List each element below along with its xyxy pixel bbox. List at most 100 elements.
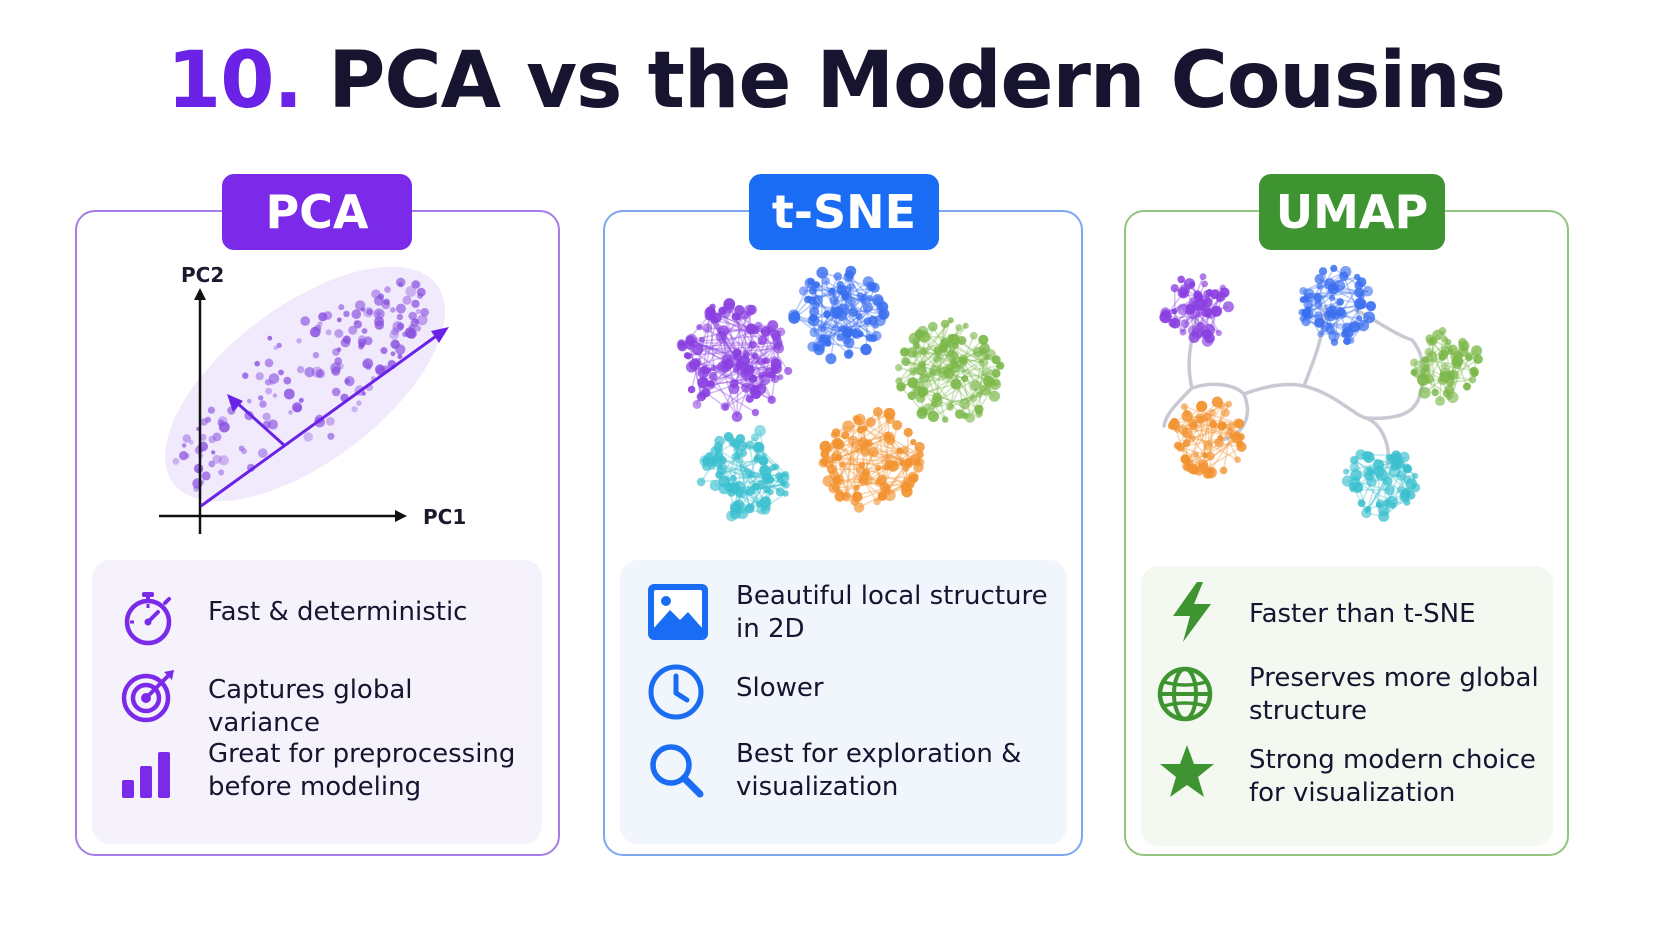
umap-green-cluster-edge — [1439, 330, 1444, 402]
tsne-orange-cluster-point — [899, 459, 907, 467]
tsne-green-cluster-point — [961, 375, 969, 383]
tsne-purple-cluster-point — [744, 364, 754, 374]
pca-data-point — [392, 321, 404, 332]
tsne-orange-cluster-point — [830, 453, 840, 462]
tsne-green-cluster-point — [976, 409, 983, 416]
pca-data-point — [267, 335, 273, 341]
pca-card: PCA PC1 PC2 — [75, 174, 560, 856]
pca-data-point — [276, 342, 282, 349]
umap-blue-cluster-point — [1336, 298, 1344, 306]
umap-orange-cluster-point — [1196, 400, 1208, 412]
umap-purple-cluster-point — [1203, 289, 1212, 298]
pca-data-point — [398, 282, 404, 288]
umap-blue-cluster-point — [1357, 292, 1365, 300]
pca-feature-panel: Fast & deterministic Captures global var… — [92, 560, 542, 844]
pca-data-point — [348, 325, 358, 335]
pc1-axis-arrow — [395, 510, 407, 522]
pca-data-point — [353, 320, 362, 329]
tsne-orange-cluster-point — [830, 431, 838, 439]
umap-cyan-cluster-point — [1341, 475, 1354, 487]
tsne-green-cluster-point — [978, 334, 989, 345]
tsne-cyan-cluster-point — [772, 463, 780, 471]
tsne-cyan-cluster-point — [714, 435, 725, 447]
umap-orange-cluster-edge — [1221, 425, 1239, 461]
pca-data-point — [272, 393, 278, 398]
pca-data-point — [342, 335, 351, 344]
tsne-purple-cluster-point — [699, 336, 705, 343]
umap-orange-cluster-point — [1176, 442, 1186, 452]
pca-data-point — [338, 304, 345, 311]
tsne-purple-cluster-point — [708, 371, 718, 381]
pc2-vector-head — [227, 394, 243, 412]
pca-data-point — [360, 307, 365, 312]
pca-data-point — [264, 358, 274, 368]
tsne-orange-cluster-point — [868, 447, 879, 458]
pca-data-point — [361, 391, 366, 396]
tsne-green-cluster-point — [972, 346, 984, 358]
pca-data-point — [397, 354, 403, 360]
tsne-purple-cluster-edge — [702, 311, 712, 373]
tsne-blue-cluster-point — [837, 311, 847, 322]
tsne-green-cluster-point — [969, 380, 982, 392]
tsne-green-cluster-edge — [936, 323, 946, 398]
tsne-purple-cluster-point — [756, 357, 765, 366]
tsne-purple-cluster-point — [702, 323, 712, 333]
tsne-orange-cluster-edge — [844, 469, 861, 497]
umap-green-cluster-point — [1448, 369, 1459, 380]
umap-orange-cluster-point — [1214, 438, 1224, 448]
pca-data-point — [417, 292, 424, 299]
pc2-label: PC2 — [181, 263, 224, 287]
umap-purple-cluster-point — [1170, 284, 1179, 293]
tsne-orange-cluster-point — [883, 431, 892, 440]
tsne-cyan-cluster-point — [756, 480, 766, 490]
tsne-purple-cluster-point — [770, 362, 782, 374]
tsne-feature-panel: Beautiful local structure in 2D Slower B… — [620, 560, 1067, 844]
tsne-orange-cluster-edge — [836, 476, 914, 482]
pca-data-point — [365, 364, 372, 371]
tsne-cyan-cluster-edge — [713, 461, 768, 479]
pca-data-point — [362, 360, 371, 369]
pca-data-point — [258, 448, 268, 458]
pca-feature-1-text: Fast & deterministic — [208, 597, 468, 627]
bar-chart-icon — [118, 746, 178, 806]
pca-data-point — [356, 400, 362, 406]
umap-orange-cluster-point — [1206, 451, 1215, 461]
tsne-orange-cluster-edge — [854, 479, 907, 503]
umap-purple-cluster-point — [1203, 323, 1216, 336]
pca-data-point — [247, 398, 252, 404]
tsne-blue-cluster-point — [857, 330, 864, 338]
tsne-cyan-cluster-point — [707, 462, 716, 471]
umap-cyan-cluster-edge — [1367, 480, 1389, 510]
pca-data-point — [212, 454, 222, 464]
image-icon — [646, 582, 708, 642]
umap-purple-cluster-point — [1204, 308, 1212, 316]
tsne-blue-cluster-point — [808, 296, 817, 305]
tsne-blue-cluster-point — [798, 286, 809, 296]
tsne-blue-cluster-point — [821, 276, 830, 286]
tsne-clusters — [676, 265, 1005, 522]
umap-orange-cluster-point — [1225, 400, 1233, 408]
umap-orange-cluster-edge — [1191, 425, 1223, 440]
pca-data-point — [304, 367, 315, 378]
tsne-green-cluster-point — [955, 356, 967, 369]
umap-green-cluster-point — [1473, 354, 1483, 364]
tsne-orange-cluster-edge — [834, 456, 911, 486]
pca-data-point — [417, 314, 428, 326]
pca-data-point — [389, 330, 399, 340]
pca-data-point — [398, 281, 403, 287]
tsne-orange-cluster-edge — [838, 443, 878, 502]
tsne-cyan-cluster-point — [747, 502, 756, 511]
umap-cyan-cluster-point — [1349, 462, 1359, 472]
globe-icon — [1155, 664, 1215, 724]
umap-purple-cluster-point — [1185, 304, 1196, 315]
tsne-orange-cluster-point — [839, 461, 846, 468]
tsne-purple-cluster-point — [752, 352, 759, 360]
tsne-purple-cluster-point — [685, 352, 692, 360]
tsne-purple-cluster-point — [784, 366, 793, 376]
tsne-orange-cluster-point — [860, 442, 871, 452]
umap-orange-cluster-point — [1211, 396, 1223, 408]
tsne-orange-cluster-point — [856, 465, 864, 474]
umap-feature-3-text: Strong modern choice for visualization — [1249, 745, 1536, 808]
umap-cyan-cluster-point — [1363, 451, 1375, 463]
pca-data-point — [255, 372, 264, 381]
